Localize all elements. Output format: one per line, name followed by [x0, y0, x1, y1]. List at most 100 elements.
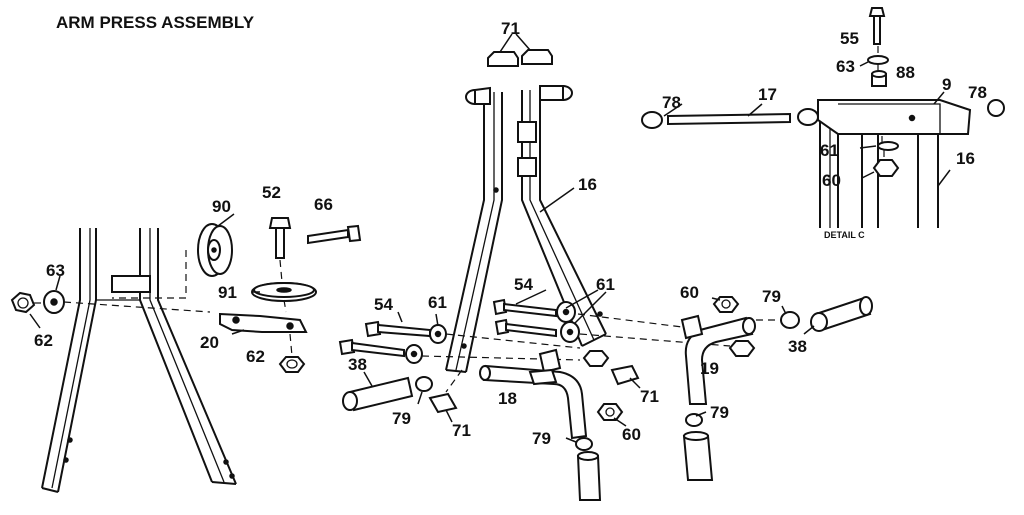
leg-hole	[229, 473, 235, 479]
pointer	[539, 187, 575, 213]
washer	[867, 55, 889, 65]
callout-71: 71	[501, 19, 520, 38]
pointer	[803, 325, 815, 335]
callout-79: 79	[710, 403, 729, 422]
pin-cap-78	[641, 111, 663, 129]
callout-63: 63	[46, 261, 65, 280]
pointer	[515, 289, 547, 305]
alignment-line	[877, 46, 885, 158]
left-frame-leg-outer	[41, 228, 81, 489]
callout-71: 71	[452, 421, 471, 440]
alignment-line	[279, 259, 293, 357]
arm-tube	[482, 364, 588, 440]
bolt-shank	[873, 15, 881, 45]
pointer	[861, 171, 875, 179]
frame-hole	[461, 343, 467, 349]
frame-upright-right-inner	[539, 90, 607, 335]
frame-bracket	[517, 121, 537, 143]
alignment-line	[445, 333, 581, 349]
grip-end	[577, 451, 599, 461]
arm-bracket	[538, 348, 562, 374]
pointer	[663, 103, 683, 117]
pointer	[397, 311, 403, 323]
sleeve-top	[871, 70, 887, 78]
diagram-title: ARM PRESS ASSEMBLY	[56, 13, 255, 32]
pointer	[629, 377, 641, 389]
callout-labels: 71 55 63 88 9 78 78 17 61 60 16 16 90 52…	[34, 19, 987, 448]
pointer	[217, 213, 235, 227]
frame-bracket	[111, 275, 151, 293]
frame-foot-right	[581, 333, 607, 347]
detail-label: DETAIL C	[824, 230, 865, 240]
callout-78: 78	[662, 93, 681, 112]
bolt-66	[307, 224, 362, 245]
nut-bore	[17, 297, 29, 309]
pointer	[781, 305, 787, 315]
alignment-line	[445, 369, 463, 393]
nuts-60	[596, 296, 756, 421]
washer-91	[251, 282, 317, 302]
callout-18: 18	[498, 389, 517, 408]
pointer	[711, 297, 721, 301]
arm-bracket	[528, 368, 558, 386]
callout-38: 38	[348, 355, 367, 374]
frame-hole	[597, 311, 603, 317]
pointer	[859, 61, 869, 67]
callout-9: 9	[942, 75, 951, 94]
nut-60	[872, 159, 900, 177]
washers-61	[405, 301, 580, 364]
callout-79: 79	[392, 409, 411, 428]
center-frame-16	[445, 85, 607, 373]
arm-end	[742, 317, 756, 335]
pointer	[363, 371, 373, 387]
grip-38-left	[342, 376, 414, 412]
cap	[428, 392, 458, 414]
end-cap	[415, 376, 433, 392]
alignment-line	[421, 355, 581, 361]
washer-hole	[410, 350, 418, 358]
caps-71-top	[487, 49, 553, 67]
nut-bore	[286, 359, 298, 369]
nut-center	[582, 350, 610, 367]
pointer	[417, 391, 423, 405]
pulley-90	[197, 223, 233, 277]
callout-90: 90	[212, 197, 231, 216]
leg-hole	[223, 459, 229, 465]
bracket-hole	[232, 316, 240, 324]
callout-61: 61	[428, 293, 447, 312]
crossbar-edge	[838, 103, 941, 134]
bolt-shank	[503, 302, 557, 318]
arm-bracket	[680, 314, 704, 340]
bolt-52	[268, 217, 292, 259]
nut	[278, 356, 306, 373]
washer-hole	[562, 308, 570, 316]
cap-78-right	[987, 99, 1005, 117]
caps-79	[415, 311, 800, 451]
callout-16: 16	[578, 175, 597, 194]
bolt-head	[346, 224, 362, 243]
hardware-left	[10, 290, 65, 314]
pointer	[435, 313, 439, 327]
pointer	[859, 145, 877, 149]
alignment-line	[63, 301, 211, 313]
washer-61	[877, 141, 899, 151]
callout-79: 79	[762, 287, 781, 306]
detail-c: DETAIL C	[641, 7, 1005, 240]
nut-bore	[721, 299, 731, 309]
pulley-axle-hole	[211, 247, 217, 253]
crossbar-9	[817, 99, 972, 135]
pointer	[29, 275, 61, 329]
callout-78: 78	[968, 83, 987, 102]
pointer	[499, 33, 531, 53]
callout-16: 16	[956, 149, 975, 168]
bracket-20	[219, 312, 308, 333]
lower-grips	[576, 431, 714, 501]
grip-tube	[576, 455, 602, 501]
nut-bore	[605, 407, 615, 417]
nut	[712, 296, 740, 313]
left-frame-leg-edge	[51, 228, 91, 489]
grip-end	[859, 296, 873, 316]
callout-54: 54	[514, 275, 533, 294]
